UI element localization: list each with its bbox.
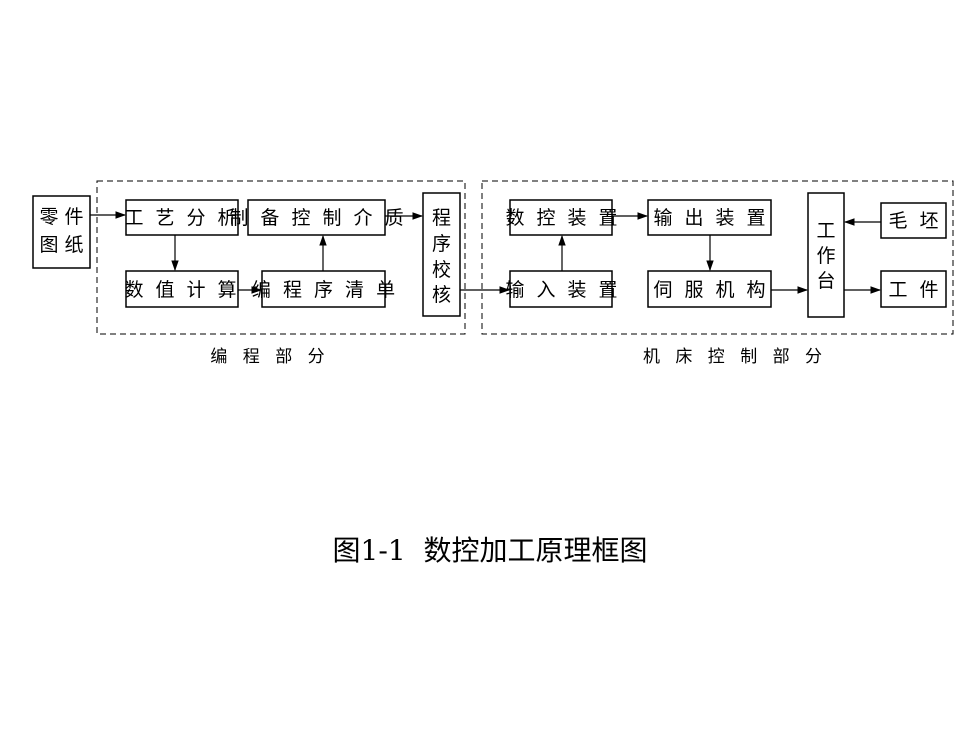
output-device-label: 输 出 装 置: [653, 207, 768, 229]
numeric-calc-box: [125, 270, 239, 308]
make-media-box: [247, 199, 386, 236]
servo-label: 伺 服 机 构: [653, 279, 768, 301]
program-check-label-2: 序: [432, 233, 451, 255]
process-analysis-label: 工 艺 分 析: [124, 207, 239, 229]
machine-control-section-title: 机 床 控 制 部 分: [643, 347, 827, 367]
workpiece-label: 工 件: [888, 279, 941, 301]
program-check-label-4: 核: [432, 284, 451, 306]
worktable-label-2: 作: [816, 245, 835, 267]
blank-label: 毛 坯: [888, 210, 941, 232]
program-list-label: 编 程 序 清 单: [252, 279, 398, 301]
process-analysis-box: [125, 199, 239, 236]
part-drawing-label-2: 图 纸: [39, 234, 83, 256]
programming-section-title: 编 程 部 分: [210, 347, 329, 367]
worktable-label-1: 工: [816, 220, 835, 242]
program-check-box: [422, 192, 461, 317]
worktable-label-3: 台: [816, 270, 835, 292]
part-drawing-label-1: 零 件: [39, 206, 83, 228]
input-device-label: 输 入 装 置: [505, 279, 620, 301]
make-media-label: 制 备 控 制 介 质: [229, 207, 406, 229]
nc-device-box: [509, 199, 613, 236]
part-drawing-box: [32, 195, 91, 269]
numeric-calc-label: 数 值 计 算: [124, 279, 239, 301]
worktable-box: [807, 192, 845, 318]
figure-caption: 图1-1 数控加工原理框图: [333, 534, 648, 567]
blank-box: [880, 202, 947, 239]
programming-section-frame: [96, 180, 466, 335]
program-check-label-1: 程: [432, 207, 451, 229]
input-device-box: [509, 270, 613, 308]
workpiece-box: [880, 270, 947, 308]
program-check-label-3: 校: [432, 259, 451, 281]
nc-device-label: 数 控 装 置: [505, 207, 620, 229]
machine-control-section-frame: [481, 180, 954, 335]
